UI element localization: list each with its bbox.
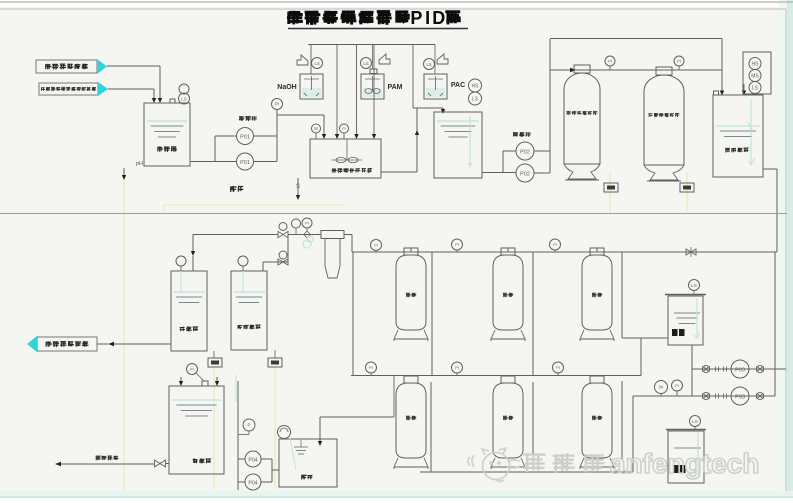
svg-text:PI: PI (556, 365, 560, 370)
svg-text:LS: LS (691, 283, 697, 288)
svg-text:PAC: PAC (451, 82, 465, 89)
svg-text:MS: MS (751, 74, 759, 80)
svg-text:PAM: PAM (387, 84, 402, 91)
svg-text:PI: PI (553, 242, 557, 247)
svg-text:HS: HS (472, 84, 480, 90)
svg-text:LS: LS (181, 97, 187, 102)
svg-text:PI: PI (677, 58, 681, 63)
svg-text:I: I (425, 8, 430, 28)
svg-text:P04: P04 (248, 457, 257, 463)
svg-text:PI: PI (374, 242, 378, 247)
svg-text:D: D (432, 8, 445, 28)
svg-text:M: M (314, 126, 318, 131)
svg-text:LS: LS (752, 86, 759, 92)
svg-text:P02: P02 (520, 171, 530, 177)
svg-text:LS: LS (426, 62, 431, 67)
svg-text:P03: P03 (735, 394, 745, 400)
svg-text:PI: PI (455, 242, 459, 247)
svg-text:PI: PI (369, 365, 373, 370)
svg-text:P02: P02 (520, 149, 530, 155)
svg-text:P04: P04 (248, 480, 257, 486)
svg-text:M: M (190, 366, 193, 371)
svg-text:PI: PI (675, 383, 679, 388)
svg-text:P01: P01 (240, 134, 250, 140)
svg-text:LS: LS (363, 61, 368, 66)
svg-text:P: P (410, 8, 422, 28)
svg-text:anfengtech: anfengtech (610, 448, 759, 479)
svg-text:PI: PI (305, 220, 309, 225)
svg-text:P03: P03 (735, 367, 745, 373)
svg-text:HS: HS (752, 62, 760, 68)
svg-text:LS: LS (692, 419, 698, 424)
svg-text:P01: P01 (240, 160, 250, 166)
svg-text:PI: PI (455, 365, 459, 370)
svg-text:M: M (659, 385, 663, 390)
svg-text:PI: PI (608, 58, 612, 63)
svg-text:LS: LS (472, 97, 479, 103)
svg-text:P: P (247, 423, 250, 428)
svg-text:PI: PI (342, 127, 346, 131)
svg-text:NaOH: NaOH (277, 84, 296, 91)
svg-text:S: S (296, 184, 300, 190)
svg-text:PI: PI (275, 102, 279, 107)
svg-text:LS: LS (314, 61, 319, 66)
svg-text:pH: pH (136, 161, 143, 167)
